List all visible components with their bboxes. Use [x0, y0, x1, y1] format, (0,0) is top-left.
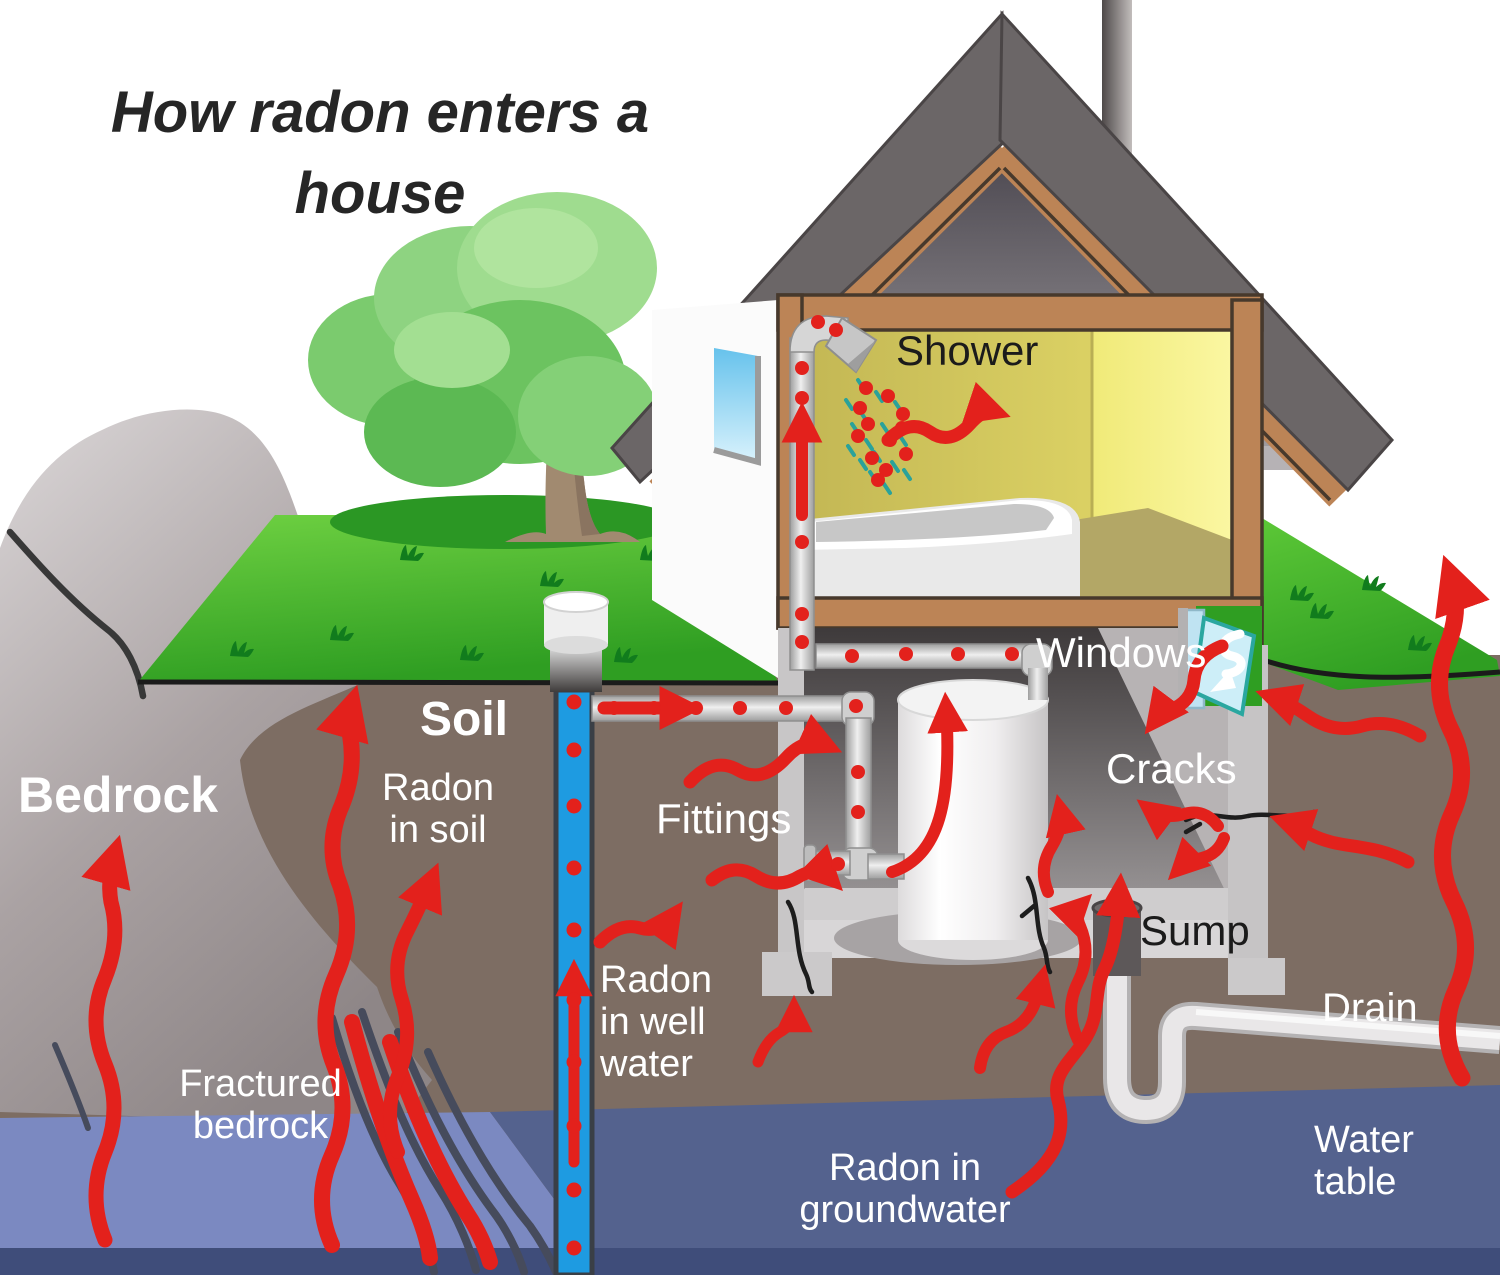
- arrow-crack-up: [1136, 799, 1224, 841]
- label-water-table: Water table: [1314, 1119, 1414, 1203]
- deep-water-band: [0, 1248, 1500, 1275]
- label-sump: Sump: [1140, 907, 1250, 954]
- arrow-groundwater-sump: [1005, 872, 1141, 1199]
- label-drain: Drain: [1322, 986, 1418, 1030]
- left-exterior-wall: [652, 300, 778, 678]
- arrow-under-slab-left: [974, 964, 1056, 1074]
- radon-dots: [566, 315, 1019, 1256]
- bathroom-floor: [1056, 508, 1232, 598]
- label-windows: Windows: [1036, 629, 1207, 676]
- label-bedrock: Bedrock: [18, 767, 219, 823]
- left-foundation: [778, 628, 804, 954]
- arrow-radon-in-soil: [383, 862, 443, 1159]
- arrow-tank-inside: [886, 691, 969, 878]
- tree-foliage: [308, 192, 658, 487]
- label-radon-well-water: Radon in well water: [600, 959, 712, 1085]
- arrow-to-tank-base: [705, 844, 843, 891]
- upstairs-window: [714, 348, 758, 462]
- arrow-soil-upright: [593, 901, 683, 951]
- arrow-left-footing: [752, 994, 813, 1068]
- arrow-wall-crack-outside: [1269, 809, 1415, 869]
- arrow-right-tall: [1431, 554, 1490, 1087]
- arrow-soil-tall: [314, 684, 369, 1253]
- label-radon-groundwater: Radon in groundwater: [799, 1147, 1011, 1231]
- lawn-right: [1251, 512, 1500, 690]
- label-soil: Soil: [420, 693, 509, 746]
- left-footing: [762, 952, 832, 996]
- arrow-window-in: [1144, 639, 1229, 735]
- tree: [308, 192, 658, 542]
- label-shower: Shower: [896, 327, 1039, 374]
- arrow-to-elbow: [683, 714, 843, 789]
- arrow-grade-in: [1255, 684, 1427, 743]
- bathtub: [800, 497, 1080, 598]
- arrow-bedrock-up: [81, 834, 131, 1248]
- right-post: [1230, 298, 1264, 647]
- water-table-region: [490, 1085, 1500, 1275]
- water-heater: [834, 679, 1082, 965]
- top-beam: [776, 293, 1264, 332]
- label-radon-in-soil: Radon in soil: [382, 767, 494, 851]
- right-footing: [1228, 958, 1285, 995]
- diagram-title: How radon enters a house: [110, 80, 650, 227]
- label-fittings: Fittings: [656, 795, 792, 842]
- arrow-crack-down: [1167, 832, 1230, 881]
- house: [591, 0, 1500, 1125]
- arrow-under-slab-mid: [1048, 893, 1093, 1046]
- label-cracks: Cracks: [1106, 745, 1237, 792]
- arrow-floor-crack: [1037, 794, 1086, 898]
- air-flow-arrow-icon: [1218, 629, 1246, 679]
- arrow-shower-out: [881, 381, 1011, 447]
- fracture-radon-flows: [344, 1014, 498, 1270]
- label-fractured-bedrock: Fractured bedrock: [179, 1063, 342, 1147]
- rock-outline: [6, 528, 147, 700]
